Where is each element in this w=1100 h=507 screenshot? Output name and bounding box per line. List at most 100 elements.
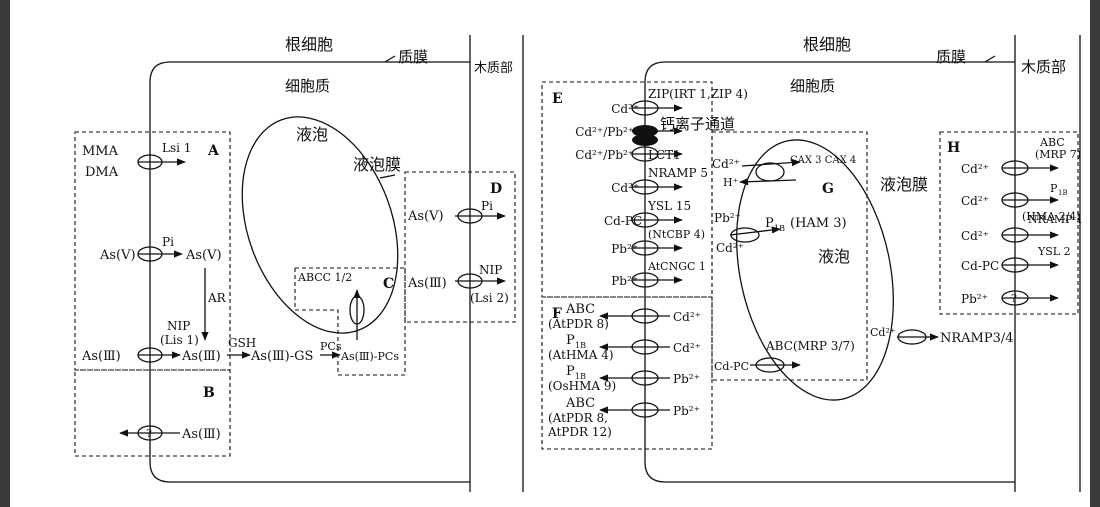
uptake-ion-label: Cd²⁺/Pb²⁺: [575, 125, 634, 139]
xylem-ion-label: Cd-PC: [961, 259, 999, 273]
left-cell-membrane: [149, 61, 470, 483]
nip-label: NIP: [167, 319, 190, 333]
box-c-letter: C: [383, 276, 394, 292]
left-plasma-membrane-label: 质膜: [398, 48, 428, 66]
xylem-transporter-label: NRAMP 1: [1028, 213, 1083, 226]
calcium-channel-icon-2: [632, 134, 658, 146]
right-xylem-label: 木质部: [1021, 58, 1066, 76]
efflux-transporter-isoform: (OsHMA 9): [548, 379, 616, 393]
left-box-b: [74, 369, 231, 457]
left-vacuole-label: 液泡: [296, 125, 328, 144]
g-sub-label: 1B: [774, 224, 785, 233]
ar-label: AR: [207, 291, 227, 305]
mma-label: MMA: [82, 144, 119, 159]
box-b-letter: B: [203, 385, 215, 401]
uptake-ion-label: Pb²⁺: [611, 274, 638, 288]
efflux-transporter-icon: [631, 370, 659, 386]
g-h-label: H⁺: [723, 176, 739, 189]
right-vacuole: [736, 139, 894, 401]
efflux-transporter-label: P: [566, 364, 575, 379]
xylem-transporter-label: ?: [1011, 292, 1017, 305]
pcs-label: PCs: [320, 340, 342, 353]
left-box-c-inner: [294, 268, 339, 345]
right-vacuole-label: 液泡: [818, 247, 850, 266]
uptake-transporter-label: AtCNGC 1: [647, 260, 706, 273]
left-xylem-label: 木质部: [474, 61, 513, 76]
efflux-transporter-subscript: 1B: [575, 341, 586, 350]
uptake-transporter-label: YSL 15: [647, 199, 691, 213]
right-tonoplast-label: 液泡膜: [880, 175, 928, 194]
left-box-d: [404, 171, 516, 323]
uptake-transporters: Cd²⁺ZIP(IRT 1,ZIP 4)Cd²⁺/Pb²⁺钙离子通道Cd²⁺/P…: [575, 87, 748, 288]
efflux-transporter-label: ABC: [565, 396, 595, 411]
uptake-transporter-label: ZIP(IRT 1,ZIP 4): [648, 87, 748, 101]
right-box-f: [541, 296, 713, 450]
efflux-transporter-label: P: [566, 333, 575, 348]
efflux-transporter-subscript: 1B: [575, 372, 586, 381]
efflux-ion-label: Cd²⁺: [673, 341, 701, 355]
xylem-transporter-isoform: (HMA 2/4): [1022, 210, 1081, 223]
right-box-h: [939, 131, 1079, 315]
gsh-label: GSH: [228, 336, 256, 350]
g-cd2-label: Cd²⁺: [716, 241, 744, 255]
asiii-outside-label: As(Ⅲ): [81, 349, 121, 364]
efflux-transporter-icon: [631, 402, 659, 418]
asv-outside-label: As(V): [99, 248, 136, 263]
right-panel: 根细胞 质膜 木质部 细胞质 液泡 液泡膜 E F G H Cd²⁺ZIP(IR…: [541, 35, 1083, 492]
right-cell-membrane: [644, 61, 1015, 483]
lsi1-label: Lsi 1: [162, 141, 191, 155]
xylem-ion-label: Cd²⁺: [961, 229, 989, 243]
efflux-ion-label: Cd²⁺: [673, 310, 701, 324]
left-tonoplast-leader: [379, 174, 396, 179]
g-cdpc-label: Cd-PC: [714, 360, 749, 373]
left-vacuole: [241, 116, 399, 334]
box-d-letter: D: [490, 181, 502, 197]
efflux-ion-label: Pb²⁺: [673, 404, 700, 418]
g-cax-label: CAX 3 CAX 4: [790, 155, 856, 166]
pi-d-label: Pi: [481, 199, 493, 213]
box-f-letter: F: [552, 306, 562, 322]
asiii-d-label: As(Ⅲ): [407, 276, 447, 291]
asv-d-label: As(V): [407, 209, 444, 224]
efflux-transporter-isoform: (AtPDR 8,: [548, 411, 608, 425]
right-pm-leader: [984, 55, 996, 63]
efflux-ion-label: Pb²⁺: [673, 372, 700, 386]
asiii-b-label: As(Ⅲ): [181, 427, 221, 442]
g-ham-label: (HAM 3): [790, 216, 847, 231]
cax-arrow-out: [739, 178, 797, 186]
left-pm-leader: [384, 55, 396, 63]
xylem-ion-label: Pb²⁺: [961, 292, 988, 306]
g-pb-label: Pb²⁺: [714, 211, 741, 225]
left-cytoplasm-label: 细胞质: [285, 77, 330, 95]
right-plasma-membrane-label: 质膜: [936, 48, 966, 66]
left-tonoplast-label: 液泡膜: [353, 155, 401, 174]
box-h-letter: H: [947, 140, 960, 156]
xylem-ion-label: Cd²⁺: [961, 194, 989, 208]
nip-d-label: NIP: [479, 263, 502, 277]
asgs-label: As(Ⅲ)-GS: [250, 349, 313, 364]
asiii-inside-label: As(Ⅲ): [181, 349, 221, 364]
cax-transporter-icon: [755, 162, 785, 182]
cax-arrow-in: [741, 158, 801, 167]
left-root-cell-label: 根细胞: [285, 35, 333, 54]
uptake-ion-label: Cd²⁺/Pb²⁺: [575, 148, 634, 162]
left-box-c: [295, 267, 406, 376]
uptake-transporter-label: NRAMP 5: [648, 166, 708, 180]
dma-label: DMA: [85, 165, 119, 180]
xylem-transporter-label: P: [1050, 182, 1058, 195]
efflux-transporter-isoform: (AtHMA 4): [548, 348, 614, 362]
right-box-g: [711, 131, 868, 381]
xylem-transporter-isoform: (MRP 7): [1035, 148, 1081, 161]
box-a-letter: A: [207, 143, 220, 159]
xylem-transporter-label: YSL 2: [1037, 245, 1071, 258]
xylem-transporter-label: ABC: [1039, 136, 1065, 149]
ham3-arrow: [729, 226, 781, 236]
g-p-label: P: [765, 216, 774, 231]
aspcs-label: As(Ⅲ)-PCs: [340, 350, 399, 363]
efflux-transporter-label: ABC: [565, 302, 595, 317]
g-cd-label: Cd²⁺: [712, 157, 740, 171]
right-screen-edge: [1090, 0, 1100, 507]
